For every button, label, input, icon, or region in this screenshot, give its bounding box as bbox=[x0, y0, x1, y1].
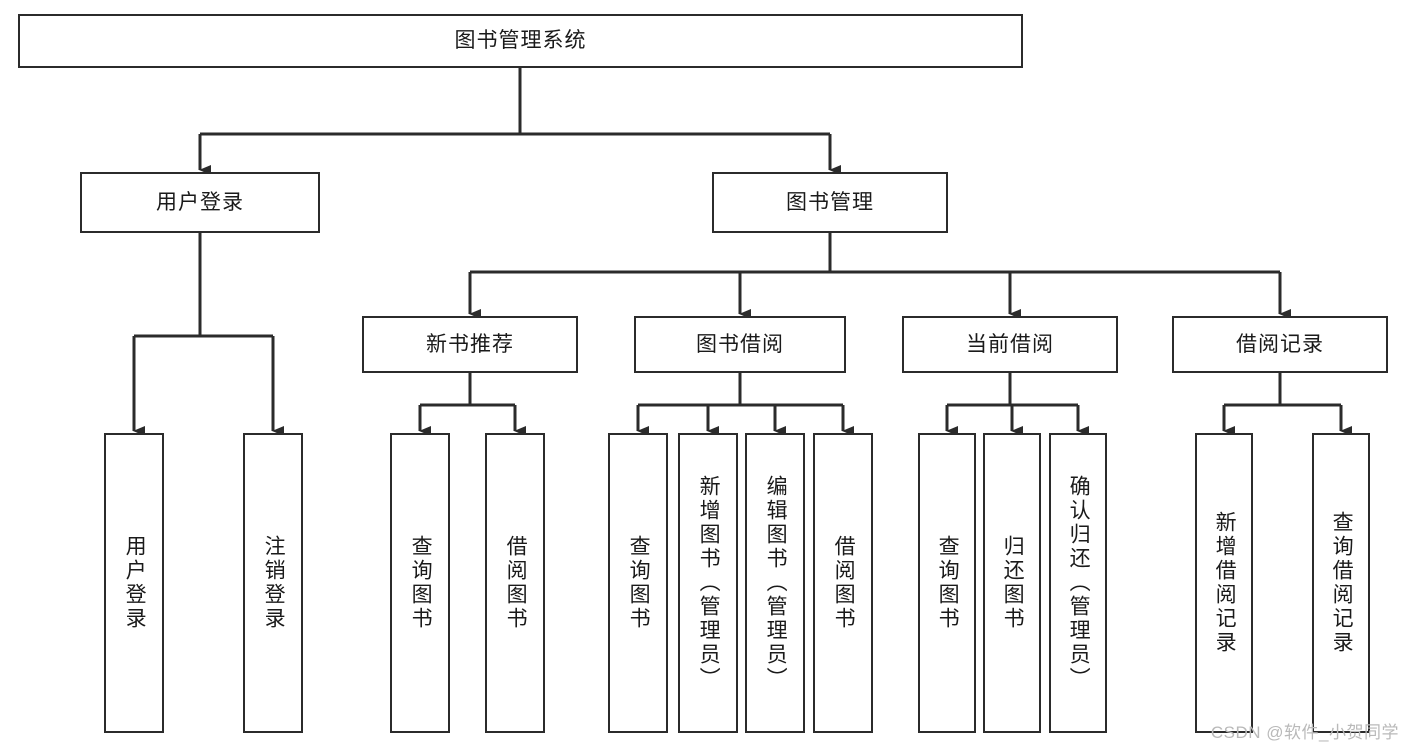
node-leaf-rec-borrow-book[interactable]: 借阅图书 bbox=[485, 433, 545, 733]
node-label: 查询借阅记录 bbox=[1330, 511, 1354, 655]
node-label: 新增借阅记录 bbox=[1213, 511, 1237, 655]
node-label: 当前借阅 bbox=[966, 332, 1054, 356]
node-current-borrow[interactable]: 当前借阅 bbox=[902, 316, 1118, 373]
node-book-borrow[interactable]: 图书借阅 bbox=[634, 316, 846, 373]
node-leaf-rec-query-book[interactable]: 查询图书 bbox=[390, 433, 450, 733]
node-label: 借阅图书 bbox=[832, 535, 856, 631]
node-borrow-record[interactable]: 借阅记录 bbox=[1172, 316, 1388, 373]
node-label: 注销登录 bbox=[262, 535, 286, 631]
node-leaf-user-login[interactable]: 用户登录 bbox=[104, 433, 164, 733]
node-book-manage[interactable]: 图书管理 bbox=[712, 172, 948, 233]
node-leaf-user-logout[interactable]: 注销登录 bbox=[243, 433, 303, 733]
node-label: 查询图书 bbox=[627, 535, 651, 631]
node-label: 图书借阅 bbox=[696, 332, 784, 356]
node-leaf-borrow-edit-book[interactable]: 编辑图书（管理员） bbox=[745, 433, 805, 733]
node-label: 用户登录 bbox=[123, 535, 147, 631]
node-label: 用户登录 bbox=[156, 190, 244, 214]
node-new-book-recommend[interactable]: 新书推荐 bbox=[362, 316, 578, 373]
node-label: 查询图书 bbox=[936, 535, 960, 631]
node-leaf-record-query[interactable]: 查询借阅记录 bbox=[1312, 433, 1370, 733]
node-leaf-current-query-book[interactable]: 查询图书 bbox=[918, 433, 976, 733]
node-label: 图书管理系统 bbox=[454, 29, 587, 53]
node-user-login[interactable]: 用户登录 bbox=[80, 172, 320, 233]
node-label: 编辑图书（管理员） bbox=[764, 475, 788, 691]
node-label: 查询图书 bbox=[409, 535, 433, 631]
node-label: 新增图书（管理员） bbox=[697, 475, 721, 691]
node-root[interactable]: 图书管理系统 bbox=[18, 14, 1023, 68]
node-leaf-borrow-query-book[interactable]: 查询图书 bbox=[608, 433, 668, 733]
node-leaf-current-confirm-return[interactable]: 确认归还（管理员） bbox=[1049, 433, 1107, 733]
node-label: 新书推荐 bbox=[426, 332, 514, 356]
node-label: 借阅图书 bbox=[504, 535, 528, 631]
node-leaf-record-add[interactable]: 新增借阅记录 bbox=[1195, 433, 1253, 733]
node-label: 归还图书 bbox=[1001, 535, 1025, 631]
node-leaf-borrow-add-book[interactable]: 新增图书（管理员） bbox=[678, 433, 738, 733]
watermark-label: CSDN @软件_小贺同学 bbox=[1210, 723, 1399, 742]
node-leaf-current-return-book[interactable]: 归还图书 bbox=[983, 433, 1041, 733]
node-label: 确认归还（管理员） bbox=[1067, 475, 1091, 691]
node-leaf-borrow-lend-book[interactable]: 借阅图书 bbox=[813, 433, 873, 733]
node-label: 图书管理 bbox=[786, 190, 874, 214]
node-label: 借阅记录 bbox=[1236, 332, 1324, 356]
